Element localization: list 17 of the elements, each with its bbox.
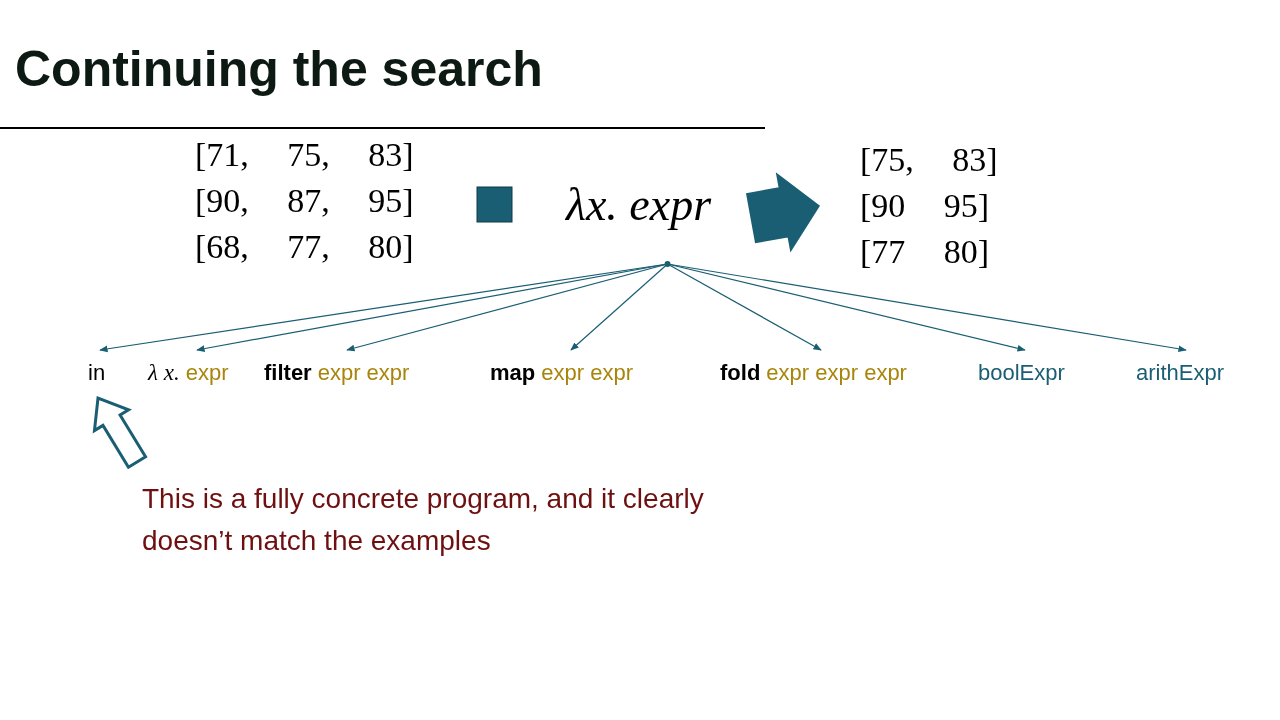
grammar-option: boolExpr [972,350,1082,398]
grammar-option: λ x. expr [142,350,250,398]
block-arrow [745,172,820,253]
outline-arrow [92,395,148,470]
input-list-row: [71, 75, 83] [195,136,414,174]
input-list-row: [90, 87, 95] [195,182,414,220]
input-list-row: [68, 77, 80] [195,228,414,266]
grammar-option: in [80,350,120,398]
output-list: [75, 83] [90 95] [77 80] [818,135,1028,277]
callout-text: This is a fully concrete program, and it clearly doesn’t match the examples [128,462,728,566]
slide-title: Continuing the search [15,40,543,98]
grammar-option: filter expr expr [260,350,435,398]
arrow [570,263,669,351]
grammar-option: map expr expr [486,350,656,398]
lambda-expression: λx. expr [560,172,752,264]
grammar-option: arithExpr [1130,350,1245,398]
grammar-option: fold expr expr expr [716,350,941,398]
